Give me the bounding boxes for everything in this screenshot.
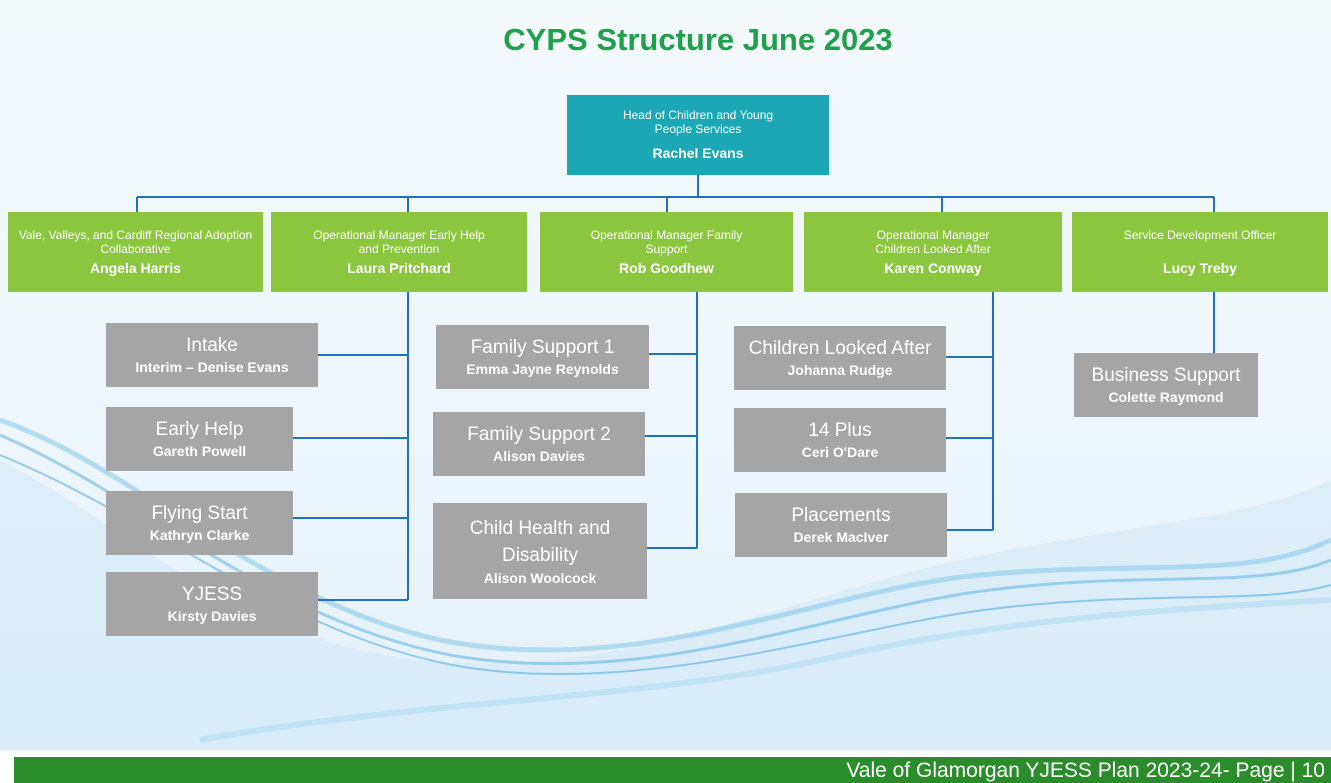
footer-text: Vale of Glamorgan YJESS Plan 2023-24- Pa… xyxy=(846,759,1325,782)
manager-role: Service Development Officer xyxy=(1123,227,1277,242)
team-name: 14 Plus xyxy=(808,420,872,441)
team-box-intake: Intake Interim – Denise Evans xyxy=(106,323,318,387)
manager-box-looked-after: Operational Manager Children Looked Afte… xyxy=(804,212,1062,292)
team-name: Early Help xyxy=(155,419,244,440)
chart-title: CYPS Structure June 2023 xyxy=(503,22,893,57)
team-person: Alison Davies xyxy=(493,448,585,464)
team-person: Derek MacIver xyxy=(793,529,889,545)
manager-role: Operational Manager Early Help and Preve… xyxy=(313,227,485,256)
footer-bar: Vale of Glamorgan YJESS Plan 2023-24- Pa… xyxy=(14,757,1331,783)
team-person: Interim – Denise Evans xyxy=(135,359,289,375)
team-box-family-support-2: Family Support 2 Alison Davies xyxy=(433,412,645,476)
team-box-placements: Placements Derek MacIver xyxy=(735,493,947,557)
team-person: Kathryn Clarke xyxy=(149,527,250,543)
team-box-14-plus: 14 Plus Ceri O'Dare xyxy=(734,408,946,472)
team-name: Children Looked After xyxy=(748,338,932,359)
manager-role: Operational Manager Children Looked Afte… xyxy=(875,227,991,256)
manager-box-family-support: Operational Manager Family Support Rob G… xyxy=(540,212,793,292)
manager-box-service-development: Service Development Officer Lucy Treby xyxy=(1072,212,1328,292)
team-person: Ceri O'Dare xyxy=(801,444,879,460)
head-role: Head of Children and Young People Servic… xyxy=(622,108,774,136)
team-name: Intake xyxy=(186,335,238,356)
head-of-service-box: Head of Children and Young People Servic… xyxy=(567,95,829,175)
team-name: Flying Start xyxy=(151,503,248,524)
team-person: Kirsty Davies xyxy=(167,608,257,624)
team-box-yjess: YJESS Kirsty Davies xyxy=(106,572,318,636)
team-box-family-support-1: Family Support 1 Emma Jayne Reynolds xyxy=(436,325,649,389)
team-name: YJESS xyxy=(181,584,243,605)
connector-lines xyxy=(136,175,1215,601)
team-name: Placements xyxy=(791,505,891,526)
manager-role: Operational Manager Family Support xyxy=(590,227,743,256)
manager-name: Laura Pritchard xyxy=(347,259,451,276)
team-name: Child Health and Disability xyxy=(469,518,611,566)
team-person: Johanna Rudge xyxy=(787,362,893,378)
team-box-child-health: Child Health and Disability Alison Woolc… xyxy=(433,503,647,599)
team-person: Gareth Powell xyxy=(152,443,247,459)
team-name: Business Support xyxy=(1091,365,1241,386)
manager-box-early-help: Operational Manager Early Help and Preve… xyxy=(271,212,527,292)
team-person: Colette Raymond xyxy=(1108,389,1224,405)
team-person: Alison Woolcock xyxy=(483,570,597,586)
manager-name: Angela Harris xyxy=(89,259,182,276)
team-box-early-help: Early Help Gareth Powell xyxy=(106,407,293,471)
manager-name: Lucy Treby xyxy=(1163,259,1237,276)
manager-name: Karen Conway xyxy=(884,259,982,276)
head-name: Rachel Evans xyxy=(652,145,744,161)
team-box-business-support: Business Support Colette Raymond xyxy=(1074,353,1258,417)
team-box-flying-start: Flying Start Kathryn Clarke xyxy=(106,491,293,555)
manager-name: Rob Goodhew xyxy=(619,259,714,276)
team-person: Emma Jayne Reynolds xyxy=(466,361,619,377)
team-box-children-looked-after: Children Looked After Johanna Rudge xyxy=(734,326,946,390)
team-name: Family Support 2 xyxy=(467,424,611,445)
manager-box-adoption: Vale, Valleys, and Cardiff Regional Adop… xyxy=(8,212,263,292)
manager-role: Vale, Valleys, and Cardiff Regional Adop… xyxy=(18,227,253,256)
team-name: Family Support 1 xyxy=(470,337,615,358)
